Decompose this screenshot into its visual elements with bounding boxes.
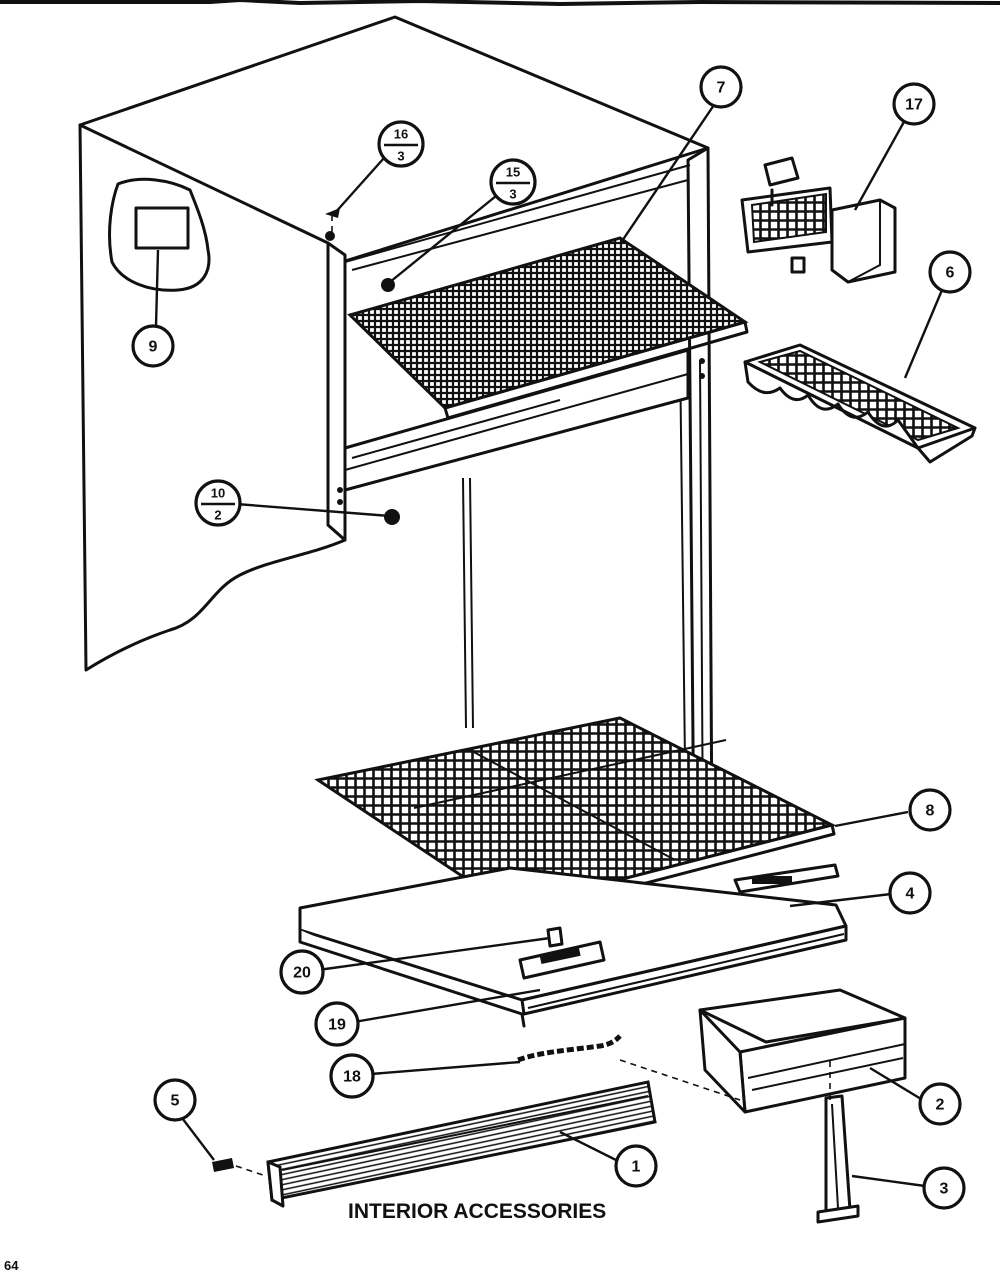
freezer-wire-shelf	[347, 236, 749, 420]
svg-text:16: 16	[394, 127, 408, 142]
callout-7: 7	[699, 65, 743, 109]
svg-text:2: 2	[214, 508, 221, 523]
shelf-support-post	[816, 1060, 860, 1224]
svg-text:3: 3	[940, 1181, 949, 1198]
diagram-title: INTERIOR ACCESSORIES	[348, 1200, 606, 1223]
callout-1: 1	[614, 1144, 658, 1188]
crisper-cover-frame	[298, 863, 848, 1063]
svg-text:17: 17	[905, 97, 923, 114]
svg-text:15: 15	[506, 165, 520, 180]
page-number: 64	[4, 1258, 19, 1273]
cabinet-body	[78, 15, 714, 860]
callout-3: 3	[922, 1166, 966, 1210]
callout-15-3: 15 3	[489, 158, 537, 206]
crisper-drawer	[619, 988, 907, 1114]
svg-text:19: 19	[328, 1017, 346, 1034]
svg-text:3: 3	[397, 149, 404, 164]
callout-5: 5	[153, 1078, 197, 1122]
torn-top-edge	[0, 0, 1000, 7]
svg-text:10: 10	[211, 486, 225, 501]
callout-16-3: 16 3	[377, 120, 425, 168]
callout-8: 8	[908, 788, 952, 832]
svg-text:18: 18	[343, 1069, 361, 1086]
callout-17: 17	[892, 82, 936, 126]
callout-4: 4	[888, 871, 932, 915]
svg-text:4: 4	[906, 886, 915, 903]
callout-9: 9	[131, 324, 175, 368]
callout-18: 18	[329, 1053, 375, 1099]
callout-10-2: 10 2	[194, 479, 242, 527]
callout-19: 19	[314, 1001, 360, 1047]
grille-screw	[212, 1158, 267, 1177]
svg-text:9: 9	[149, 339, 158, 356]
front-grille	[266, 1080, 657, 1208]
svg-text:3: 3	[509, 187, 516, 202]
svg-text:8: 8	[926, 803, 935, 820]
callout-20: 20	[279, 949, 325, 995]
ice-cube-tray	[743, 343, 977, 464]
svg-text:1: 1	[632, 1159, 641, 1176]
svg-text:20: 20	[293, 965, 311, 982]
svg-text:6: 6	[946, 265, 955, 282]
svg-text:2: 2	[936, 1097, 945, 1114]
callout-6: 6	[928, 250, 972, 294]
svg-text:5: 5	[171, 1093, 180, 1110]
callout-2: 2	[918, 1082, 962, 1126]
svg-text:7: 7	[717, 80, 726, 97]
ice-maker	[740, 156, 897, 284]
